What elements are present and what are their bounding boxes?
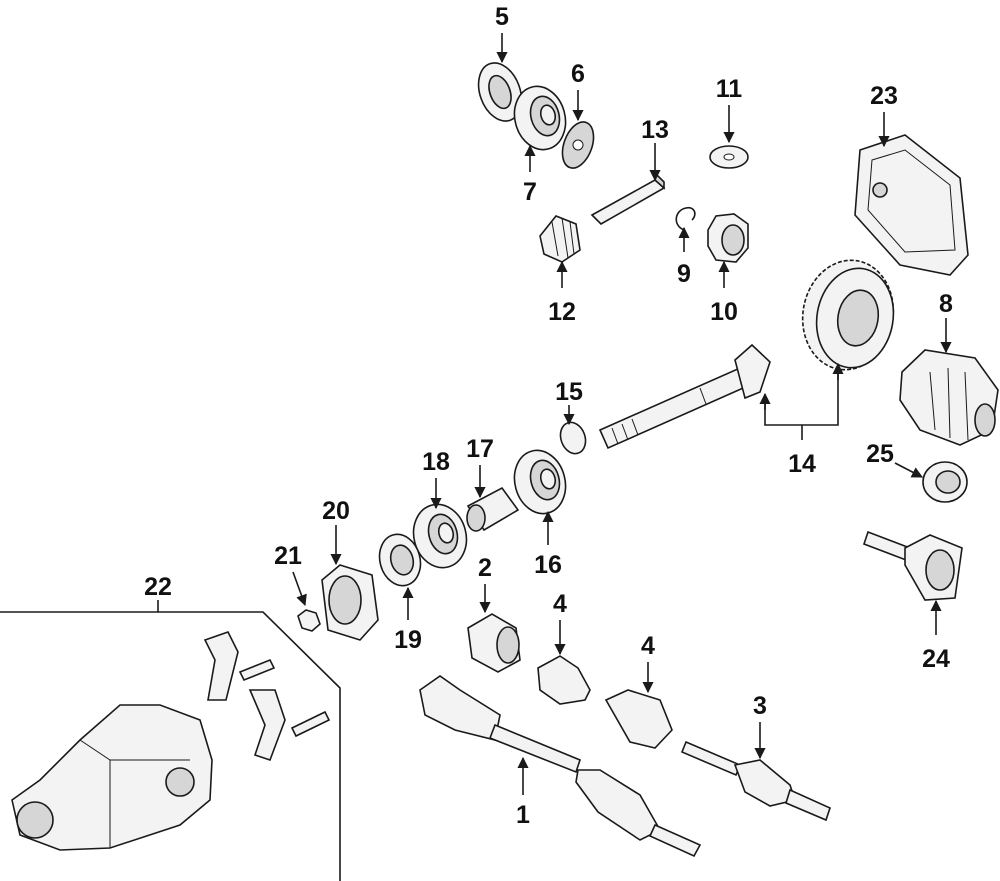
callout-20: 20 bbox=[322, 497, 350, 525]
part-4-boot-a bbox=[537, 655, 591, 705]
callout-4a: 4 bbox=[553, 590, 567, 618]
part-14-drive-pinion bbox=[598, 343, 771, 450]
callout-18: 18 bbox=[422, 448, 450, 476]
part-5-oil-seal bbox=[477, 62, 523, 122]
part-16-pinion-bearing bbox=[513, 449, 567, 515]
callout-22: 22 bbox=[144, 573, 172, 601]
inset-border bbox=[0, 611, 341, 881]
part-14-ring-gear bbox=[801, 259, 895, 371]
callout-17: 17 bbox=[466, 435, 494, 463]
part-10-side-gear bbox=[707, 213, 749, 263]
part-4-boot-b bbox=[604, 689, 673, 749]
callout-14: 14 bbox=[788, 450, 816, 478]
callout-25: 25 bbox=[866, 440, 894, 468]
part-22-bracket-a bbox=[203, 631, 239, 701]
callout-11: 11 bbox=[716, 75, 743, 103]
part-7-bearing bbox=[513, 85, 567, 151]
leader-21 bbox=[292, 571, 307, 607]
callout-23: 23 bbox=[870, 82, 898, 110]
part-8-differential-case bbox=[899, 349, 999, 446]
part-13-pinion-shaft bbox=[590, 173, 666, 225]
callout-3: 3 bbox=[753, 692, 767, 720]
part-18-pinion-bearing bbox=[412, 503, 468, 569]
callout-4b: 4 bbox=[641, 632, 655, 660]
callout-2: 2 bbox=[478, 554, 492, 582]
part-1-axle-shaft bbox=[419, 675, 702, 858]
callout-1: 1 bbox=[516, 801, 530, 829]
callout-16: 16 bbox=[534, 551, 562, 579]
callout-24: 24 bbox=[922, 645, 950, 673]
part-11-washer bbox=[709, 145, 749, 169]
part-23-differential-cover bbox=[854, 134, 969, 276]
callout-5: 5 bbox=[495, 3, 509, 31]
part-2-joint-kit bbox=[467, 613, 521, 673]
part-22-bolt-b bbox=[290, 710, 331, 738]
callout-9: 9 bbox=[677, 260, 691, 288]
callout-10: 10 bbox=[710, 298, 738, 326]
part-9-snap-ring bbox=[675, 206, 696, 231]
part-15-spacer-washer bbox=[559, 421, 587, 455]
part-20-companion-flange bbox=[321, 564, 379, 641]
callout-12: 12 bbox=[548, 298, 576, 326]
callout-19: 19 bbox=[394, 626, 422, 654]
part-22-bracket-b bbox=[248, 689, 286, 762]
part-22-carrier-assembly-group bbox=[0, 600, 341, 881]
part-22-bolt-a bbox=[238, 658, 276, 682]
callout-8: 8 bbox=[939, 290, 953, 318]
part-19-oil-seal bbox=[378, 533, 422, 587]
callout-13: 13 bbox=[641, 116, 669, 144]
callout-15: 15 bbox=[555, 378, 583, 406]
part-17-collapsible-spacer bbox=[466, 486, 520, 532]
callout-21: 21 bbox=[274, 542, 302, 570]
part-21-flange-nut bbox=[297, 609, 321, 632]
leader-14-bracket bbox=[764, 366, 839, 426]
part-3-axle-shaft bbox=[680, 740, 831, 822]
part-25-side-bearing bbox=[922, 461, 968, 503]
part-6-thrust-washer bbox=[561, 121, 595, 169]
part-12-pinion-gear bbox=[539, 215, 581, 263]
callout-7: 7 bbox=[523, 178, 537, 206]
callout-6: 6 bbox=[571, 60, 585, 88]
leader-25 bbox=[894, 462, 923, 478]
part-24-side-flange bbox=[862, 530, 963, 601]
